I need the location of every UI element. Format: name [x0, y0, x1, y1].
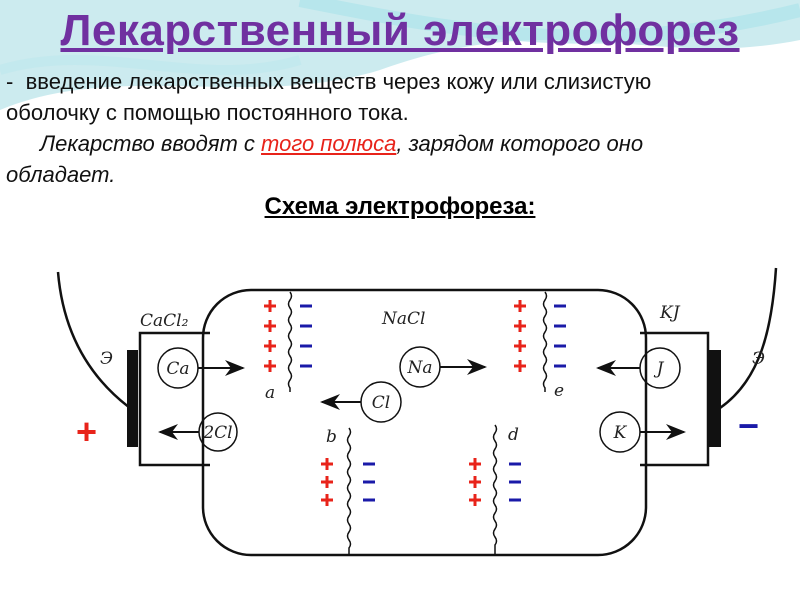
left-pad: [138, 331, 210, 467]
definition-line1: введение лекарственных веществ через кож…: [25, 69, 652, 94]
center-solution-label: NaCl: [381, 309, 425, 329]
vessel: [201, 288, 648, 557]
electrode-right-label: Э: [752, 349, 765, 369]
rule-highlight: того полюса: [261, 131, 397, 156]
ion-na: Na: [406, 358, 432, 378]
dash: -: [6, 69, 14, 94]
rule-text: Лекарство вводят с того полюса, зарядом …: [6, 128, 796, 190]
ion-ca: Ca: [166, 359, 189, 379]
electrode-left: [127, 350, 138, 447]
membrane-e: [542, 291, 548, 392]
left-solution-label: CaCl₂: [140, 311, 189, 331]
ion-2cl: 2Cl: [202, 423, 232, 443]
positive-pole: +: [76, 411, 97, 452]
rule-after: , зарядом которого оно: [396, 131, 644, 156]
ion-cl: Cl: [372, 393, 390, 413]
definition-line2: оболочку с помощью постоянного тока.: [6, 100, 409, 125]
right-pad: [640, 331, 710, 467]
membrane-d: [492, 424, 498, 555]
ion-k: K: [613, 423, 628, 443]
electrode-left-label: Э: [100, 349, 113, 369]
diagram-heading: Схема электрофореза:: [264, 193, 536, 220]
rule-before: Лекарство вводят с: [40, 131, 262, 156]
membrane-b-label: b: [326, 427, 337, 447]
membrane-d-label: d: [508, 425, 519, 445]
right-solution-label: KJ: [659, 303, 681, 323]
wire-right: [719, 267, 778, 410]
electrophoresis-diagram: CaCl₂ NaCl KJ Э Э Ca 2Cl Na Cl J K a e b…: [56, 267, 778, 557]
negative-pole: −: [738, 405, 759, 446]
slide-title: Лекарственный электрофорез: [60, 6, 740, 55]
definition-text: - введение лекарственных веществ через к…: [6, 66, 796, 128]
membrane-b: [346, 427, 352, 555]
membrane-a: [287, 291, 293, 392]
electrode-right: [709, 350, 721, 447]
rule-line2: обладает.: [6, 162, 116, 187]
ion-j: J: [654, 359, 665, 379]
wire-left: [56, 271, 131, 409]
membrane-a-label: a: [265, 383, 275, 403]
membrane-e-label: e: [554, 381, 564, 401]
